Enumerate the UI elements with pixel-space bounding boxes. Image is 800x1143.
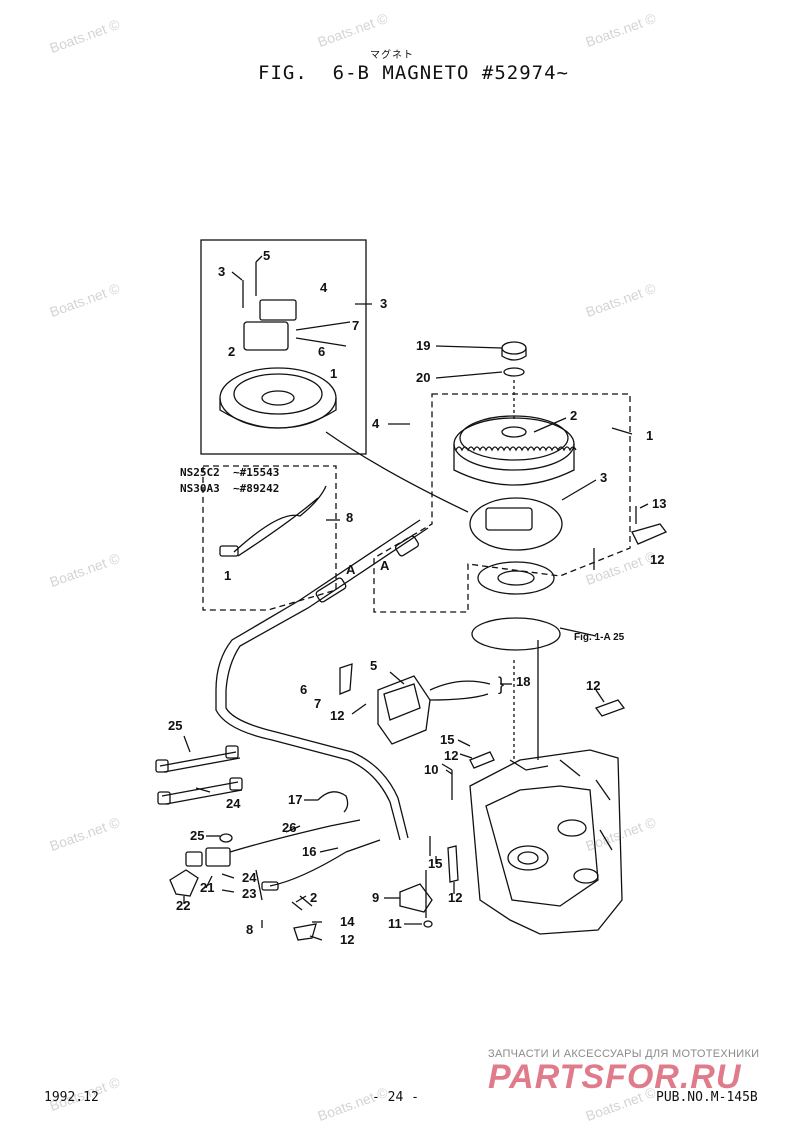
callout-label: 6 bbox=[318, 344, 326, 359]
callout-label: 16 bbox=[302, 844, 317, 859]
cdi-unit bbox=[377, 675, 431, 745]
callout-label: 1 bbox=[224, 568, 232, 583]
callout-label: 25 bbox=[168, 718, 183, 733]
callout-label: 12 bbox=[330, 708, 345, 723]
callout-label: 17 bbox=[288, 792, 303, 807]
callout-label: 24 bbox=[226, 796, 241, 811]
callout-label: 13 bbox=[652, 496, 667, 511]
callout-label: 14 bbox=[340, 914, 355, 929]
stator-harness bbox=[325, 431, 469, 513]
callout-label: 18 bbox=[516, 674, 531, 689]
callout-label: 9 bbox=[372, 890, 380, 905]
callout-label: 12 bbox=[448, 890, 463, 905]
bracket bbox=[293, 923, 317, 941]
callout-label: 4 bbox=[372, 416, 380, 431]
switch-cap bbox=[169, 869, 199, 897]
clamp bbox=[399, 883, 433, 913]
footer-publication-number: PUB.NO.M-145B bbox=[656, 1090, 758, 1105]
callout-label: 12 bbox=[340, 932, 355, 947]
grommet bbox=[219, 833, 233, 843]
svg-text:}: } bbox=[498, 674, 504, 694]
main-wiring-harness bbox=[215, 519, 421, 841]
retainer-ring bbox=[471, 617, 561, 651]
engine-block bbox=[469, 749, 623, 935]
callout-label: 21 bbox=[200, 880, 215, 895]
model-note: NS30A3 ~#89242 bbox=[180, 482, 280, 495]
bracket bbox=[631, 523, 668, 545]
callout-label: 11 bbox=[388, 916, 402, 931]
callout-label: 19 bbox=[416, 338, 431, 353]
callout-label: 2 bbox=[310, 890, 318, 905]
washer bbox=[503, 367, 525, 377]
clip bbox=[317, 791, 349, 813]
callout-label: 2 bbox=[228, 344, 236, 359]
footer-page-number: - 24 - bbox=[372, 1090, 419, 1105]
callout-label: 22 bbox=[176, 898, 191, 913]
callout-label: 5 bbox=[370, 658, 378, 673]
inset-box bbox=[200, 239, 367, 455]
callout-label: 3 bbox=[218, 264, 226, 279]
callout-label: 10 bbox=[424, 762, 439, 777]
kill-switch bbox=[205, 847, 231, 867]
callout-label: 8 bbox=[346, 510, 354, 525]
inset-exciter-coil bbox=[243, 321, 289, 351]
callout-label: 4 bbox=[320, 280, 328, 295]
page-title: FIG. 6-B MAGNETO #52974~ bbox=[258, 62, 569, 84]
callout-label: 1 bbox=[646, 428, 654, 443]
callout-label: 25 bbox=[190, 828, 205, 843]
model-note: NS25C2 ~#15543 bbox=[180, 466, 280, 479]
callout-label: 8 bbox=[246, 922, 254, 937]
callout-label: 7 bbox=[314, 696, 322, 711]
section-marker: A bbox=[380, 558, 390, 573]
subassembly-box bbox=[202, 465, 337, 611]
bracket bbox=[469, 751, 495, 769]
figure-reference: Fig. 1-A 25 bbox=[574, 632, 625, 643]
callout-label: 26 bbox=[282, 820, 297, 835]
nut bbox=[501, 341, 527, 355]
spark-plug-cable bbox=[159, 751, 241, 773]
callout-label: 15 bbox=[440, 732, 455, 747]
callout-label: 3 bbox=[380, 296, 388, 311]
footer-date: 1992.12 bbox=[44, 1090, 99, 1105]
callout-label: 1 bbox=[330, 366, 338, 381]
shop-tagline: ЗАПЧАСТИ И АКСЕССУАРЫ ДЛЯ МОТОТЕХНИКИ bbox=[488, 1048, 760, 1060]
shop-logo: PARTSFOR.RU bbox=[488, 1058, 742, 1096]
callout-label: 12 bbox=[650, 552, 665, 567]
magneto-assembly-box bbox=[373, 393, 631, 613]
stator bbox=[469, 497, 563, 551]
callout-label: 15 bbox=[428, 856, 443, 871]
callout-label: 12 bbox=[444, 748, 459, 763]
callout-label: 3 bbox=[600, 470, 608, 485]
section-marker: A bbox=[346, 562, 356, 577]
callout-label: 12 bbox=[586, 678, 601, 693]
callout-label: 20 bbox=[416, 370, 431, 385]
bracket bbox=[594, 699, 626, 717]
title-kana: マグネト bbox=[370, 50, 414, 61]
callout-label: 6 bbox=[300, 682, 308, 697]
callout-label: 2 bbox=[570, 408, 578, 423]
callout-label: 7 bbox=[352, 318, 360, 333]
callout-label: 23 bbox=[242, 886, 257, 901]
flywheel bbox=[453, 417, 575, 471]
callout-label: 24 bbox=[242, 870, 257, 885]
stator-base bbox=[477, 561, 555, 595]
callout-label: 5 bbox=[263, 248, 271, 263]
inset-pulser-coil bbox=[259, 299, 297, 321]
